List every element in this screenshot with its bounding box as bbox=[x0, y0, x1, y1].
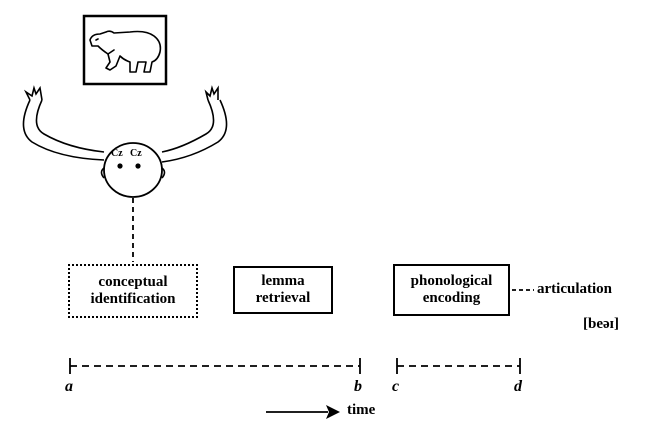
right-ear bbox=[161, 167, 166, 179]
tick-label-b: b bbox=[354, 378, 362, 395]
phonological-encoding-box: phonological encoding bbox=[393, 264, 510, 316]
right-electrode-icon bbox=[135, 163, 141, 169]
conceptual-line2: identification bbox=[90, 291, 176, 307]
conceptual-line1: conceptual bbox=[98, 274, 168, 290]
timeline-ab bbox=[69, 358, 361, 374]
picture-frame bbox=[82, 14, 168, 86]
phonological-line1: phonological bbox=[410, 273, 493, 289]
tick-label-d: d bbox=[514, 378, 522, 395]
phonetic-transcription: [beəɪ] bbox=[583, 316, 619, 332]
lemma-line2: retrieval bbox=[255, 290, 311, 306]
conceptual-identification-box: conceptual identification bbox=[68, 264, 198, 318]
right-arm bbox=[161, 85, 228, 163]
articulation-label: articulation bbox=[537, 281, 612, 297]
timeline-cd bbox=[396, 358, 521, 374]
electrode-label-right: Cz bbox=[130, 148, 142, 159]
electrode-label-left: Cz bbox=[111, 148, 123, 159]
head bbox=[103, 142, 163, 198]
phonological-line2: encoding bbox=[422, 290, 481, 306]
lemma-retrieval-box: lemma retrieval bbox=[233, 266, 333, 314]
left-arm bbox=[22, 85, 105, 161]
tick-label-c: c bbox=[392, 378, 400, 395]
left-electrode-icon bbox=[117, 163, 123, 169]
lemma-line1: lemma bbox=[261, 273, 305, 289]
bear-icon bbox=[89, 30, 162, 73]
time-label: time bbox=[347, 402, 376, 418]
left-ear bbox=[100, 167, 105, 179]
tick-label-a: a bbox=[65, 378, 73, 395]
time-arrow-icon bbox=[266, 405, 340, 419]
